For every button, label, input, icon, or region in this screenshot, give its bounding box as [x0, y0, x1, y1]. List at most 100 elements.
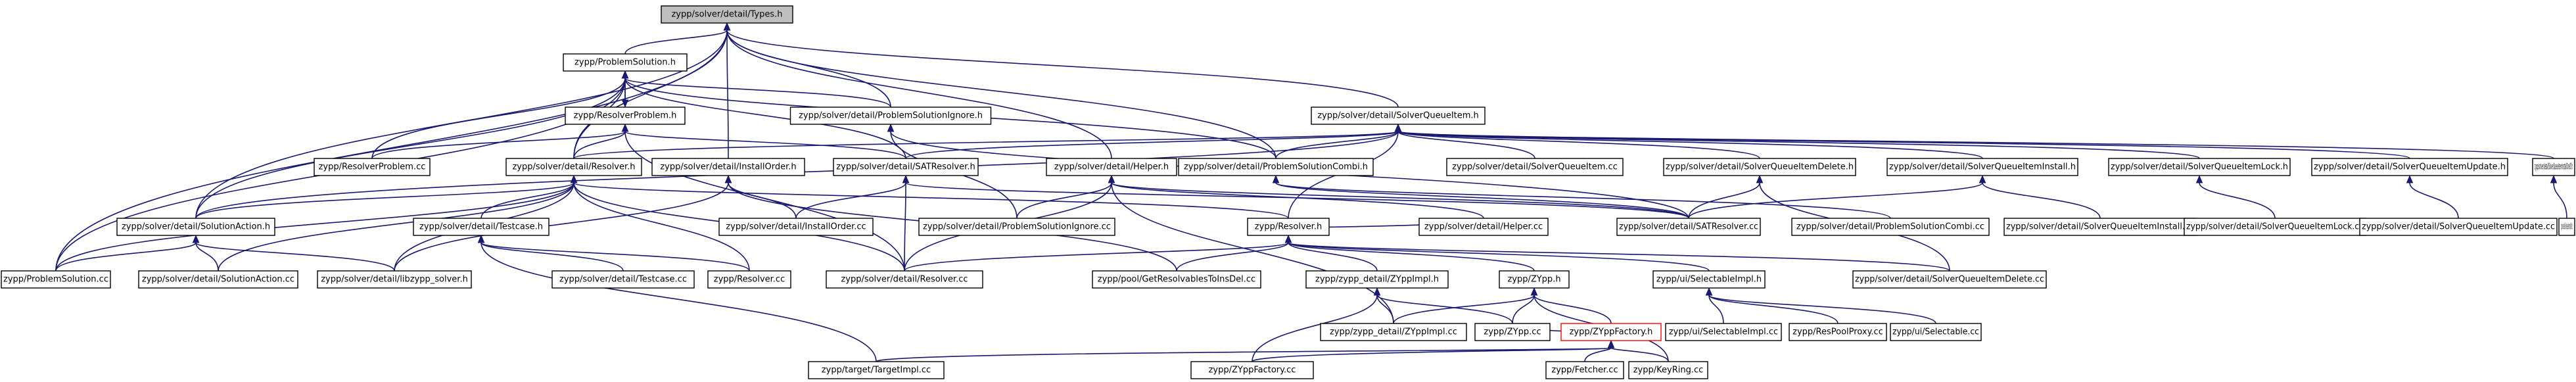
node-solutionaction-h[interactable]: zypp/solver/detail/SolutionAction.h [116, 218, 275, 236]
node-label: zypp/solver/detail/SolverQueueItemLock.h [2111, 162, 2288, 172]
node-box [1545, 361, 1624, 379]
node-resolverproblem[interactable]: zypp/ResolverProblem.h [565, 107, 686, 125]
node-resolver-h[interactable]: zypp/solver/detail/Resolver.h [505, 158, 642, 176]
node-box [2003, 218, 2197, 236]
node-label: zypp/solver/detail/Helper.h [1054, 162, 1169, 172]
node-satresolver-h[interactable]: zypp/solver/detail/SATResolver.h [833, 158, 979, 176]
node-label: zypp/solver/detail/SolverQueueItemInstal… [1889, 162, 2076, 172]
node-label: zypp/Resolver.h [1255, 222, 1322, 232]
node-sqitem-h[interactable]: zypp/solver/detail/SolverQueueItem.h [1311, 107, 1486, 125]
node-helper-cc[interactable]: zypp/solver/detail/Helper.cc [1418, 218, 1549, 236]
node-label: zypp/solver/detail/SATResolver.h [836, 162, 975, 172]
node-box [2184, 218, 2366, 236]
node-box [1886, 158, 2078, 176]
node-fetcher-cc[interactable]: zypp/Fetcher.cc [1545, 361, 1624, 379]
node-sqilock-cc[interactable]: zypp/solver/detail/SolverQueueItemLock.c… [2184, 218, 2366, 236]
node-label: zypp/zypp_detail/ZYppImpl.cc [1330, 327, 1457, 337]
node-installorder-h[interactable]: zypp/solver/detail/InstallOrder.h [651, 158, 805, 176]
node-zypp-h[interactable]: zypp/ZYpp.h [1499, 270, 1570, 289]
node-box [1628, 361, 1708, 379]
node-zyppimpl-cc[interactable]: zypp/zypp_detail/ZYppImpl.cc [1320, 323, 1467, 341]
node-sqiinstallone-cc[interactable]: zypp/solver/detail/SolverQueueItemInstal… [2558, 218, 2575, 236]
node-installorder-cc[interactable]: zypp/solver/detail/InstallOrder.cc [718, 218, 874, 236]
node-box [826, 270, 983, 289]
node-label: zypp/ui/SelectableImpl.h [1656, 275, 1762, 285]
edge-arrowhead [724, 175, 732, 183]
node-pscombi-h[interactable]: zypp/solver/detail/ProblemSolutionCombi.… [1178, 158, 1374, 176]
node-solutionaction-cc[interactable]: zypp/solver/detail/SolutionAction.cc [138, 270, 298, 289]
node-problemsolution[interactable]: zypp/ProblemSolution.h [563, 53, 688, 72]
node-label: zypp/solver/detail/Testcase.cc [559, 275, 687, 285]
node-libzypp-solver-h[interactable]: zypp/solver/detail/libzypp_solver.h [317, 270, 472, 289]
node-resolver-zypp-cc[interactable]: zypp/Resolver.cc [707, 270, 791, 289]
node-targetimpl-cc[interactable]: zypp/target/TargetImpl.cc [808, 361, 945, 379]
edge-resolver_zypp_cc-to-testcase_h [477, 235, 750, 272]
node-box [1560, 323, 1662, 341]
node-zyppimpl-h[interactable]: zypp/zypp_detail/ZYppImpl.h [1305, 270, 1449, 289]
node-pscombi-cc[interactable]: zypp/solver/detail/ProblemSolutionCombi.… [1791, 218, 1990, 236]
node-resolver-zypp-h[interactable]: zypp/Resolver.h [1247, 218, 1330, 236]
node-box [1663, 158, 1856, 176]
node-box [2532, 158, 2575, 176]
graph-edges [55, 22, 2567, 362]
edge-problemsolution_cc-to-types [55, 22, 731, 272]
node-zypp-cc[interactable]: zypp/ZYpp.cc [1474, 323, 1551, 341]
node-getresolvables-cc[interactable]: zypp/pool/GetResolvablesToInsDel.cc [1092, 270, 1261, 289]
node-box [2311, 158, 2508, 176]
node-psignore-cc[interactable]: zypp/solver/detail/ProblemSolutionIgnore… [918, 218, 1115, 236]
node-box [1890, 323, 1982, 341]
node-box [1178, 158, 1374, 176]
node-sqidelete-h[interactable]: zypp/solver/detail/SolverQueueItemDelete… [1663, 158, 1856, 176]
node-label: zypp/solver/detail/SolverQueueItemDelete… [1855, 275, 2044, 285]
node-satresolver-cc[interactable]: zypp/solver/detail/SATResolver.cc [1616, 218, 1761, 236]
node-keyring-cc[interactable]: zypp/KeyRing.cc [1628, 361, 1708, 379]
node-box [707, 270, 791, 289]
node-sqiupdate-h[interactable]: zypp/solver/detail/SolverQueueItemUpdate… [2311, 158, 2508, 176]
node-sqiinstall-cc[interactable]: zypp/solver/detail/SolverQueueItemInstal… [2003, 218, 2197, 236]
edge-arrowhead [570, 175, 578, 183]
node-problemsolution-cc[interactable]: zypp/ProblemSolution.cc [1, 270, 111, 289]
node-types: zypp/solver/detail/Types.h [661, 5, 793, 24]
edge-arrowhead [1394, 124, 1402, 132]
node-sqitem-cc[interactable]: zypp/solver/detail/SolverQueueItem.cc [1446, 158, 1624, 176]
node-helper-h[interactable]: zypp/solver/detail/Helper.h [1046, 158, 1177, 176]
node-box [651, 158, 805, 176]
edge-problemsolution-to-resolverproblem [621, 70, 629, 108]
edge-sqilock_cc-to-sqilock_h [2195, 175, 2276, 219]
node-label: zypp/solver/detail/SolverQueueItemUpdate… [2362, 222, 2555, 232]
node-box [1789, 323, 1887, 341]
node-sqiinstall-h[interactable]: zypp/solver/detail/SolverQueueItemInstal… [1886, 158, 2078, 176]
node-selectable-cc[interactable]: zypp/ui/Selectable.cc [1890, 323, 1982, 341]
node-box [718, 218, 874, 236]
edge-arrowhead [1272, 175, 1280, 183]
node-selectableimpl-h[interactable]: zypp/ui/SelectableImpl.h [1652, 270, 1766, 289]
node-selectableimpl-cc[interactable]: zypp/ui/SelectableImpl.cc [1665, 323, 1782, 341]
edge-satresolver_cc-to-helper_h [1108, 175, 1689, 219]
edge-arrowhead [1979, 175, 1986, 183]
edge-satresolver_cc-to-sqidelete_h [1688, 175, 1764, 219]
node-label: zypp/solver/detail/SolverQueueItemInstal… [2561, 222, 2573, 232]
node-zyppfactory-h[interactable]: zypp/ZYppFactory.h [1560, 323, 1662, 341]
node-resolver-cc[interactable]: zypp/solver/detail/Resolver.cc [826, 270, 983, 289]
node-box [413, 218, 550, 236]
node-label: zypp/solver/detail/SolverQueueItem.cc [1452, 162, 1618, 172]
node-testcase-cc[interactable]: zypp/solver/detail/Testcase.cc [551, 270, 695, 289]
node-testcase-h[interactable]: zypp/solver/detail/Testcase.h [413, 218, 550, 236]
edge-satresolver_h-to-resolverproblem [621, 124, 906, 159]
node-box [1190, 361, 1314, 379]
node-respoolproxy-cc[interactable]: zypp/ResPoolProxy.cc [1789, 323, 1887, 341]
node-zyppfactory-cc[interactable]: zypp/ZYppFactory.cc [1190, 361, 1314, 379]
node-box [2108, 158, 2291, 176]
node-resolverproblem-cc[interactable]: zypp/ResolverProblem.cc [314, 158, 431, 176]
edge-pscombi_h-to-types [723, 22, 1276, 159]
node-box [565, 107, 686, 125]
node-psignore-h[interactable]: zypp/solver/detail/ProblemSolutionIgnore… [789, 107, 992, 125]
edge-resolver_h-to-types [573, 22, 731, 159]
node-sqiupdate-cc[interactable]: zypp/solver/detail/SolverQueueItemUpdate… [2359, 218, 2558, 236]
node-sqiinstallone-h[interactable]: zypp/solver/detail/SolverQueueItemInstal… [2532, 158, 2575, 176]
node-sqidelete-cc[interactable]: zypp/solver/detail/SolverQueueItemDelete… [1852, 270, 2047, 289]
edge-arrowhead [1108, 175, 1115, 183]
node-sqilock-h[interactable]: zypp/solver/detail/SolverQueueItemLock.h [2108, 158, 2291, 176]
node-label: zypp/solver/detail/Types.h [671, 10, 782, 20]
node-label: zypp/solver/detail/ProblemSolutionIgnore… [923, 222, 1111, 232]
